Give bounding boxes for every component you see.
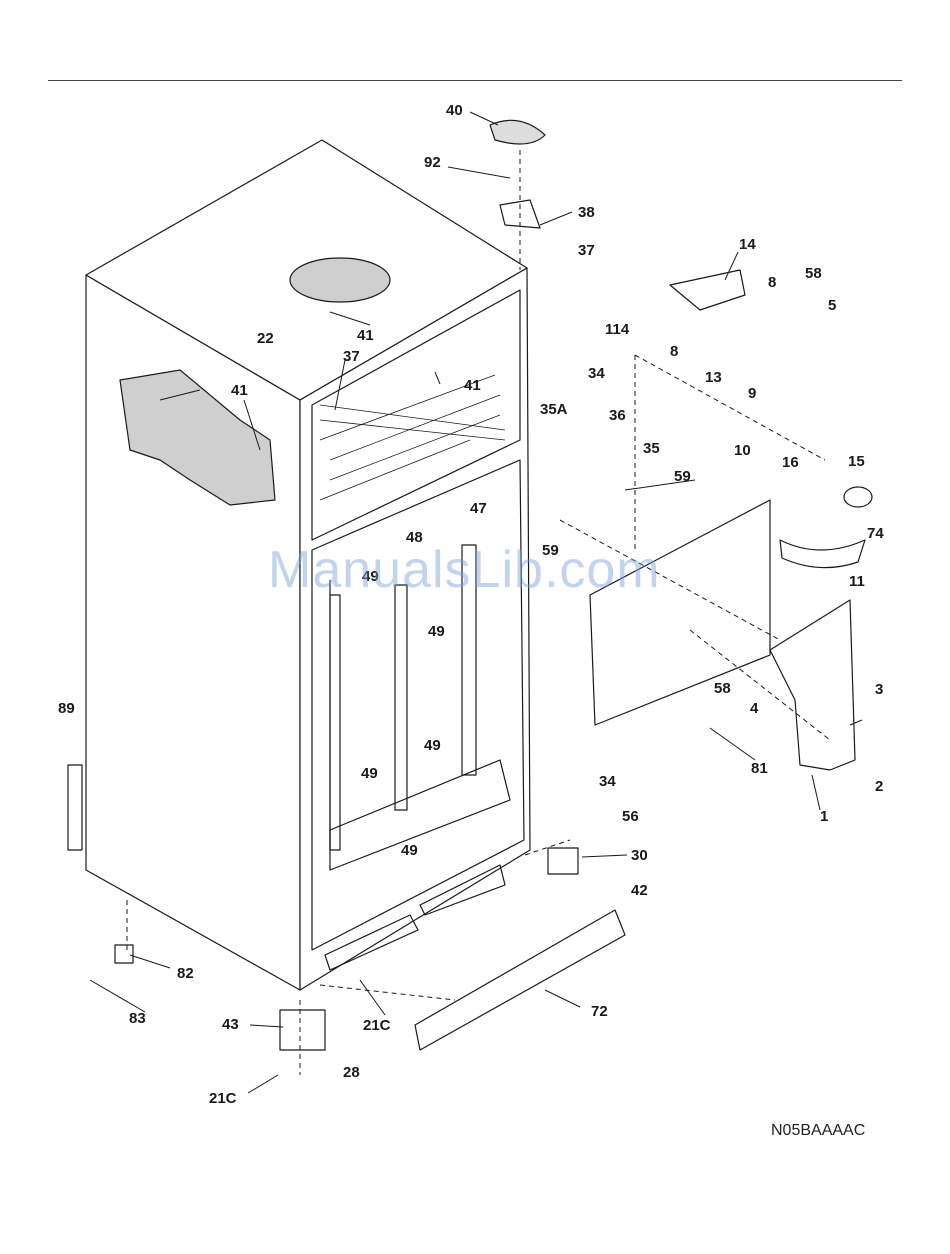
callout-21C: 21C — [363, 1017, 391, 1034]
callout-82: 82 — [177, 965, 194, 982]
callout-15: 15 — [848, 453, 865, 470]
callout-13: 13 — [705, 369, 722, 386]
watermark: ManualsLib.com — [268, 540, 661, 600]
callout-34: 34 — [588, 365, 605, 382]
callout-49: 49 — [424, 737, 441, 754]
callout-36: 36 — [609, 407, 626, 424]
callout-89: 89 — [58, 700, 75, 717]
callout-8: 8 — [670, 343, 678, 360]
callout-58: 58 — [805, 265, 822, 282]
bottom-hinge — [280, 1010, 325, 1050]
callout-4: 4 — [750, 700, 759, 717]
lower-hinge-bracket — [548, 848, 578, 874]
callout-92: 92 — [424, 154, 441, 171]
light-bulb — [844, 487, 872, 507]
callout-49: 49 — [361, 765, 378, 782]
callout-28: 28 — [343, 1064, 360, 1081]
leveling-leg — [115, 945, 133, 963]
callout-16: 16 — [782, 454, 799, 471]
callout-58: 58 — [714, 680, 731, 697]
callout-59: 59 — [674, 468, 691, 485]
callout-49: 49 — [428, 623, 445, 640]
side-bracket — [68, 765, 82, 850]
callout-30: 30 — [631, 847, 648, 864]
fan-bracket — [670, 270, 745, 310]
callout-47: 47 — [470, 500, 487, 517]
callout-41: 41 — [464, 377, 481, 394]
callout-22: 22 — [257, 330, 274, 347]
callout-35: 35 — [643, 440, 660, 457]
callout-72: 72 — [591, 1003, 608, 1020]
callout-1: 1 — [820, 808, 828, 825]
callout-83: 83 — [129, 1010, 146, 1027]
callout-74: 74 — [867, 525, 884, 542]
callout-37: 37 — [578, 242, 595, 259]
control-housing — [770, 600, 855, 770]
callout-42: 42 — [631, 882, 648, 899]
callout-114: 114 — [605, 321, 630, 338]
callout-14: 14 — [739, 236, 756, 253]
light-shield — [780, 540, 865, 568]
callout-21C: 21C — [209, 1090, 237, 1107]
top-insulation-pad — [290, 258, 390, 302]
hinge-cover — [490, 120, 545, 144]
callout-5: 5 — [828, 297, 836, 314]
callout-9: 9 — [748, 385, 756, 402]
drawing-code: N05BAAAAC — [771, 1122, 865, 1140]
toe-grille — [415, 910, 625, 1050]
callout-10: 10 — [734, 442, 751, 459]
callout-43: 43 — [222, 1016, 239, 1033]
callout-11: 11 — [849, 573, 865, 590]
callout-3: 3 — [875, 681, 883, 698]
callout-41: 41 — [357, 327, 374, 344]
callout-40: 40 — [446, 102, 463, 119]
callout-2: 2 — [875, 778, 883, 795]
callout-35A: 35A — [540, 401, 568, 418]
callout-37: 37 — [343, 348, 360, 365]
evaporator-cover-panel — [590, 500, 770, 725]
callout-41: 41 — [231, 382, 248, 399]
callout-49: 49 — [401, 842, 418, 859]
callout-56: 56 — [622, 808, 639, 825]
callout-8: 8 — [768, 274, 776, 291]
callout-38: 38 — [578, 204, 595, 221]
callout-34: 34 — [599, 773, 616, 790]
callout-81: 81 — [751, 760, 768, 777]
